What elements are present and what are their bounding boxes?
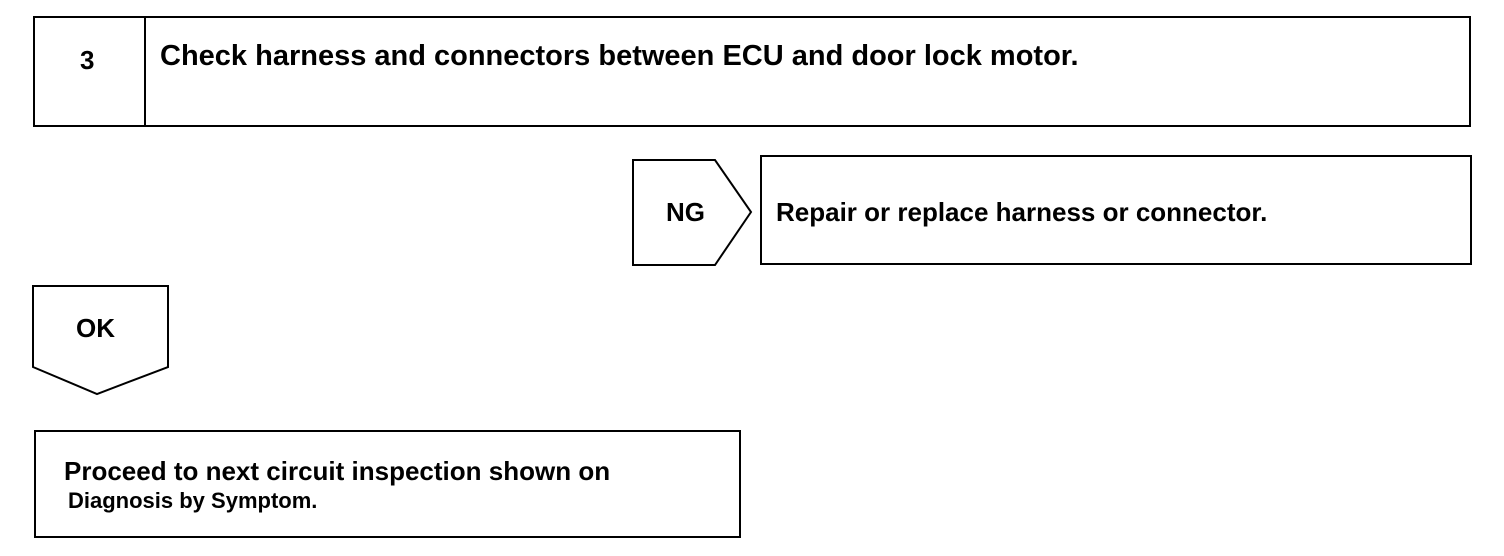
ok-label: OK xyxy=(76,313,115,343)
ok-result-line-1: Proceed to next circuit inspection shown… xyxy=(64,456,611,486)
step-divider xyxy=(144,16,146,127)
step-title: Check harness and connectors between ECU… xyxy=(160,40,1079,72)
ok-result-line-2: Diagnosis by Symptom. xyxy=(68,488,318,513)
ng-label: NG xyxy=(666,197,705,227)
ok-result-box xyxy=(34,430,741,538)
step-box xyxy=(33,16,1471,127)
step-number: 3 xyxy=(80,45,95,75)
ng-result-text: Repair or replace harness or connector. xyxy=(776,197,1268,227)
ng-result-box xyxy=(760,155,1472,265)
